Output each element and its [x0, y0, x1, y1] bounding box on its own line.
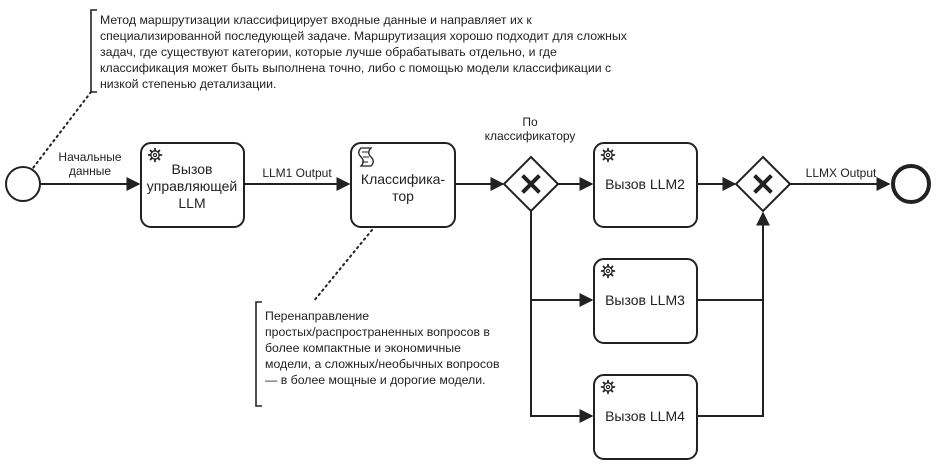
- gateway-label-by-classifier: По: [522, 115, 538, 129]
- routing-annotation-line: классификация может быть выполнена точно…: [100, 61, 611, 75]
- flow-gateway-to-llm4: [530, 300, 594, 423]
- exclusive-gateway-split[interactable]: [502, 155, 560, 213]
- gateway-label-by-classifier: классификатору: [485, 129, 576, 143]
- task-label: Вызов: [172, 161, 213, 177]
- task-llm2[interactable]: Вызов LLM2: [593, 142, 698, 228]
- redirect-annotation-line: модели, а сложных/необычных вопросов: [265, 357, 500, 371]
- task-label: Классифика-: [361, 171, 445, 187]
- script-icon: [358, 147, 374, 167]
- x-icon: [521, 174, 541, 194]
- start-event[interactable]: [5, 166, 41, 202]
- routing-annotation-line: низкой степенью детализации.: [100, 77, 276, 91]
- redirect-annotation-line: — в более мощные и дорогие модели.: [265, 373, 486, 387]
- routing-annotation-line: задач, где существуют категории, которые…: [100, 45, 557, 59]
- redirect-annotation-line: простых/распространенных вопросов в: [265, 325, 490, 339]
- routing-annotation-line: специализированной последующей задаче. М…: [100, 29, 628, 43]
- task-control-llm[interactable]: Вызов управляющей LLM: [140, 142, 245, 228]
- flow-label-input: данные: [69, 164, 112, 178]
- task-llm4[interactable]: Вызов LLM4: [593, 374, 698, 460]
- flow-label-input: Начальные: [58, 150, 122, 164]
- routing-annotation-bracket: [90, 9, 97, 93]
- end-event[interactable]: [891, 164, 931, 204]
- flow-llm3-to-gateway: [697, 211, 770, 301]
- routing-annotation-line: Метод маршрутизации классифицирует входн…: [100, 13, 532, 27]
- task-label: Вызов LLM3: [605, 292, 685, 308]
- redirect-annotation-association: [312, 229, 373, 303]
- flow-llm4-to-gateway: [697, 300, 764, 417]
- redirect-annotation-bracket: [255, 301, 262, 407]
- task-llm3[interactable]: Вызов LLM3: [593, 258, 698, 344]
- x-icon: [753, 174, 773, 194]
- task-label: Вызов LLM4: [605, 408, 685, 424]
- redirect-annotation-text: Перенаправление простых/распространенных…: [265, 309, 500, 387]
- task-label: Вызов LLM2: [605, 176, 685, 192]
- task-label: управляющей: [147, 178, 238, 194]
- routing-annotation-text: Метод маршрутизации классифицирует входн…: [100, 13, 628, 91]
- task-label: тор: [392, 188, 414, 204]
- exclusive-gateway-merge[interactable]: [734, 155, 792, 213]
- task-label: LLM: [178, 195, 205, 211]
- flow-label-llmx-output: LLMX Output: [806, 166, 877, 180]
- routing-annotation-association: [32, 91, 92, 169]
- redirect-annotation-line: Перенаправление: [265, 309, 369, 323]
- task-classifier[interactable]: Классифика- тор: [350, 142, 456, 228]
- flow-label-llm1-output: LLM1 Output: [262, 166, 332, 180]
- redirect-annotation-line: более компактные и экономичные: [265, 341, 461, 355]
- flow-gateway-to-llm3: [530, 211, 594, 307]
